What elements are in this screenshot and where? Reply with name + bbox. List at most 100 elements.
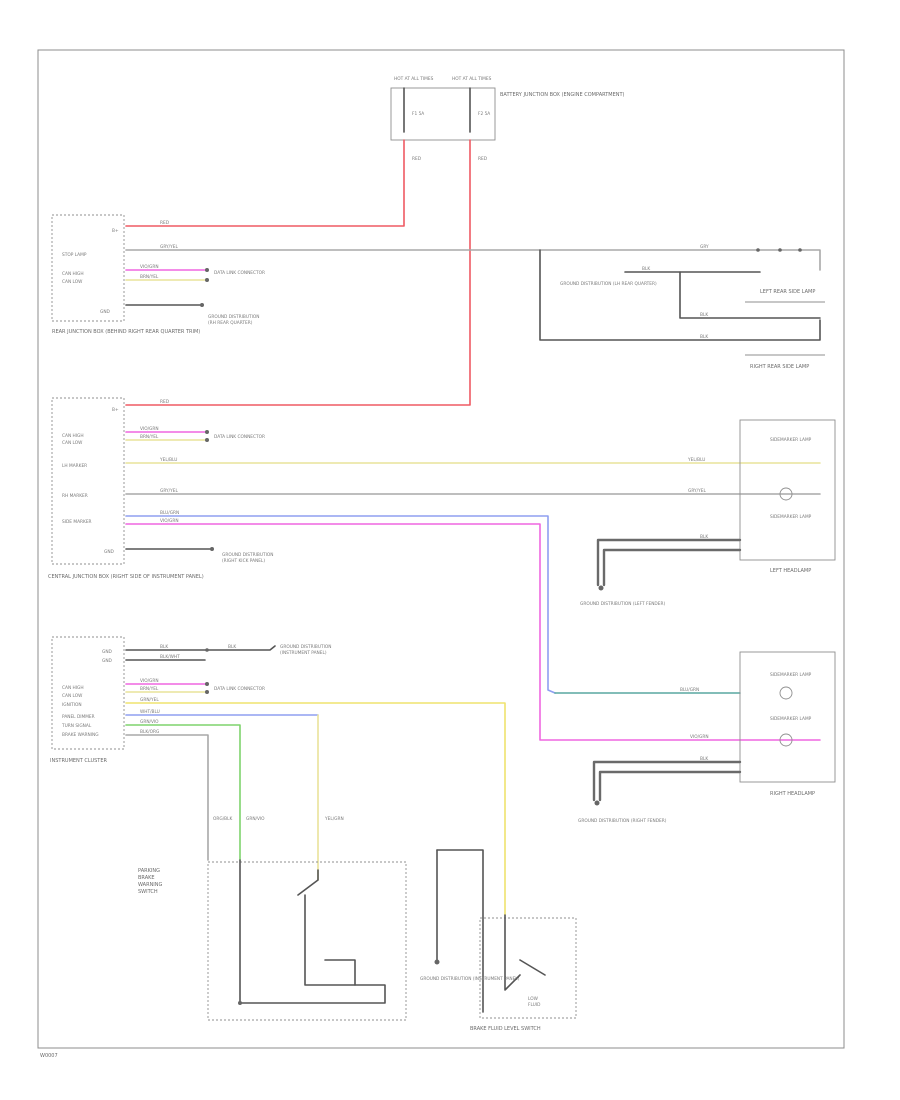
bfs-ground-terminal <box>434 959 440 965</box>
ic-can-low-terminal <box>205 690 209 694</box>
bfs-name: BRAKE FLUID LEVEL SWITCH <box>470 1026 541 1032</box>
wire-label-blk-3: BLK <box>700 334 708 340</box>
wire-label-org-blk: ORG/BLK <box>213 816 232 822</box>
ref-ground-rear: GROUND DISTRIBUTION <box>208 314 260 320</box>
ref-data-link-rjb: DATA LINK CONNECTOR <box>214 270 265 276</box>
ref-ground-rh: GROUND DISTRIBUTION (RIGHT FENDER) <box>578 818 667 824</box>
rh-headlamp-name: RIGHT HEADLAMP <box>770 791 815 797</box>
bfs-inner-2: FLUID <box>528 1002 541 1008</box>
splice-dot-2 <box>778 248 782 252</box>
parking-brake-switch: PARKING BRAKE WARNING SWITCH <box>138 859 407 1021</box>
ref-data-link-cjb: DATA LINK CONNECTOR <box>214 434 265 440</box>
wire-label-gray-yel-1: GRY/YEL <box>160 244 178 250</box>
wire-blue-side-marker <box>125 515 556 694</box>
ref-ground-brake: GROUND DISTRIBUTION (INSTRUMENT PANEL) <box>420 976 520 982</box>
wire-label-yel-grn: YEL/GRN <box>324 816 344 822</box>
wire-label-brn-yel-3: BRN/YEL <box>140 686 159 692</box>
wire-lh-ground-2 <box>602 548 742 587</box>
wire-label-blk-6: BLK <box>160 644 168 650</box>
wire-rear-lamp-loop <box>539 249 821 341</box>
wire-label-brn-yel-1: BRN/YEL <box>140 274 159 280</box>
wire-label-red-4: RED <box>160 399 170 405</box>
rjb-pin-bplus: B+ <box>112 228 119 234</box>
ref-ground-lh: GROUND DISTRIBUTION (LEFT FENDER) <box>580 601 665 607</box>
ic-pin-can-high: CAN HIGH <box>62 685 84 691</box>
wire-label-yel-blu-2: YEL/BLU <box>687 457 705 463</box>
wire-label-red-1: RED <box>412 156 422 162</box>
wire-label-vio-grn-2: VIO/GRN <box>140 426 159 432</box>
wire-label-blk-org: BLK/ORG <box>140 729 159 735</box>
wire-label-grn-vio: GRN/VIO <box>140 719 159 725</box>
wire-label-grn-yel-1: GRN/YEL <box>140 697 159 703</box>
ref-ground-cjb-sub: (RIGHT KICK PANEL) <box>222 558 265 564</box>
wire-label-blk-5: BLK <box>700 756 708 762</box>
bjb-fuse-right-label: HOT AT ALL TIMES <box>452 76 492 82</box>
ref-data-link-ic: DATA LINK CONNECTOR <box>214 686 265 692</box>
splice-dot-1 <box>756 248 760 252</box>
wire-label-blk-7: BLK <box>228 644 236 650</box>
pbs-internal-3 <box>324 959 356 986</box>
pbs-line-4: SWITCH <box>138 889 158 895</box>
pbs-line-3: WARNING <box>138 882 163 888</box>
wire-label-blk-2: BLK <box>700 312 708 318</box>
rh-top-bulb <box>779 686 793 700</box>
cjb-pin-lh-marker: LH MARKER <box>62 463 87 469</box>
rear-junction-box: B+ STOP LAMP CAN HIGH CAN LOW GND REAR J… <box>51 214 200 335</box>
rjb-outline <box>51 214 125 322</box>
rjb-can-low-terminal <box>205 278 209 282</box>
wire-label-red-2: RED <box>160 220 170 226</box>
ic-name: INSTRUMENT CLUSTER <box>50 758 108 764</box>
ref-ground-rear-sub: (RH REAR QUARTER) <box>208 320 253 326</box>
lh-lamp-bottom: SIDEMARKER LAMP <box>770 514 812 520</box>
wire-rh-ground <box>592 760 742 802</box>
bjb-fuse-right: F2 5A <box>478 111 490 117</box>
cjb-name: CENTRAL JUNCTION BOX (RIGHT SIDE OF INST… <box>48 574 204 580</box>
cjb-outline <box>51 397 125 565</box>
wire-label-vio-grn-3: VIO/GRN <box>160 518 179 524</box>
central-junction-box: B+ CAN HIGH CAN LOW LH MARKER RH MARKER … <box>48 397 204 580</box>
wire-label-red-3: RED <box>478 156 488 162</box>
wire-label-vio-grn-5: VIO/GRN <box>140 678 159 684</box>
bjb-outline <box>390 87 496 141</box>
wire-rh-ground-2 <box>598 770 742 802</box>
lh-headlamp-outline <box>739 419 836 561</box>
lh-ground-terminal <box>598 585 604 591</box>
brake-fluid-switch: GROUND DISTRIBUTION (INSTRUMENT PANEL) L… <box>420 849 577 1032</box>
ic-pin-panel-dimmer: PANEL DIMMER <box>62 714 95 720</box>
pbs-terminal <box>238 1001 242 1005</box>
ic-pin-brake-warning: BRAKE WARNING <box>62 732 99 738</box>
ic-pin-gnd-2: GND <box>102 658 113 664</box>
wire-label-vio-grn-4: VIO/GRN <box>690 734 709 740</box>
cjb-can-high-terminal <box>205 430 209 434</box>
wire-label-brn-yel-2: BRN/YEL <box>140 434 159 440</box>
right-headlamp: SIDEMARKER LAMP SIDEMARKER LAMP RIGHT HE… <box>739 651 836 797</box>
lh-headlamp-name: LEFT HEADLAMP <box>770 568 811 574</box>
rh-lamp-bottom: SIDEMARKER LAMP <box>770 716 812 722</box>
wire-magenta-rh <box>125 523 821 741</box>
pbs-internal-2 <box>239 869 386 1004</box>
bjb-fuse-left-label: HOT AT ALL TIMES <box>394 76 434 82</box>
bfs-feed-wire <box>436 849 484 1013</box>
bfs-switch <box>504 914 546 991</box>
bjb-name: BATTERY JUNCTION BOX (ENGINE COMPARTMENT… <box>500 92 625 98</box>
bjb-fuse-left: F1 5A <box>412 111 424 117</box>
ref-ground-ic: GROUND DISTRIBUTION <box>280 644 332 650</box>
rh-headlamp-outline <box>739 651 836 783</box>
cjb-pin-can-high: CAN HIGH <box>62 433 84 439</box>
cjb-pin-can-low: CAN LOW <box>62 440 83 446</box>
ref-ground-ic-sub: (INSTRUMENT PANEL) <box>280 650 327 656</box>
instrument-cluster: GND GND CAN HIGH CAN LOW IGNITION PANEL … <box>50 636 125 764</box>
pbs-line-1: PARKING <box>138 868 160 874</box>
ic-pin-turn: TURN SIGNAL <box>61 723 92 729</box>
ic-pin-gnd-1: GND <box>102 649 113 655</box>
ref-ground-cjb: GROUND DISTRIBUTION <box>222 552 274 558</box>
wire-label-vio-grn-1: VIO/GRN <box>140 264 159 270</box>
cjb-pin-side-marker: SIDE MARKER <box>62 519 92 525</box>
wire-red-bjb-cjb <box>125 139 471 406</box>
wire-red-bjb-rjb <box>125 139 405 227</box>
wire-lrl-branch <box>679 271 821 319</box>
wire-gray-ic <box>125 734 209 861</box>
rjb-can-high-terminal <box>205 268 209 272</box>
pbs-outline <box>207 861 407 1021</box>
